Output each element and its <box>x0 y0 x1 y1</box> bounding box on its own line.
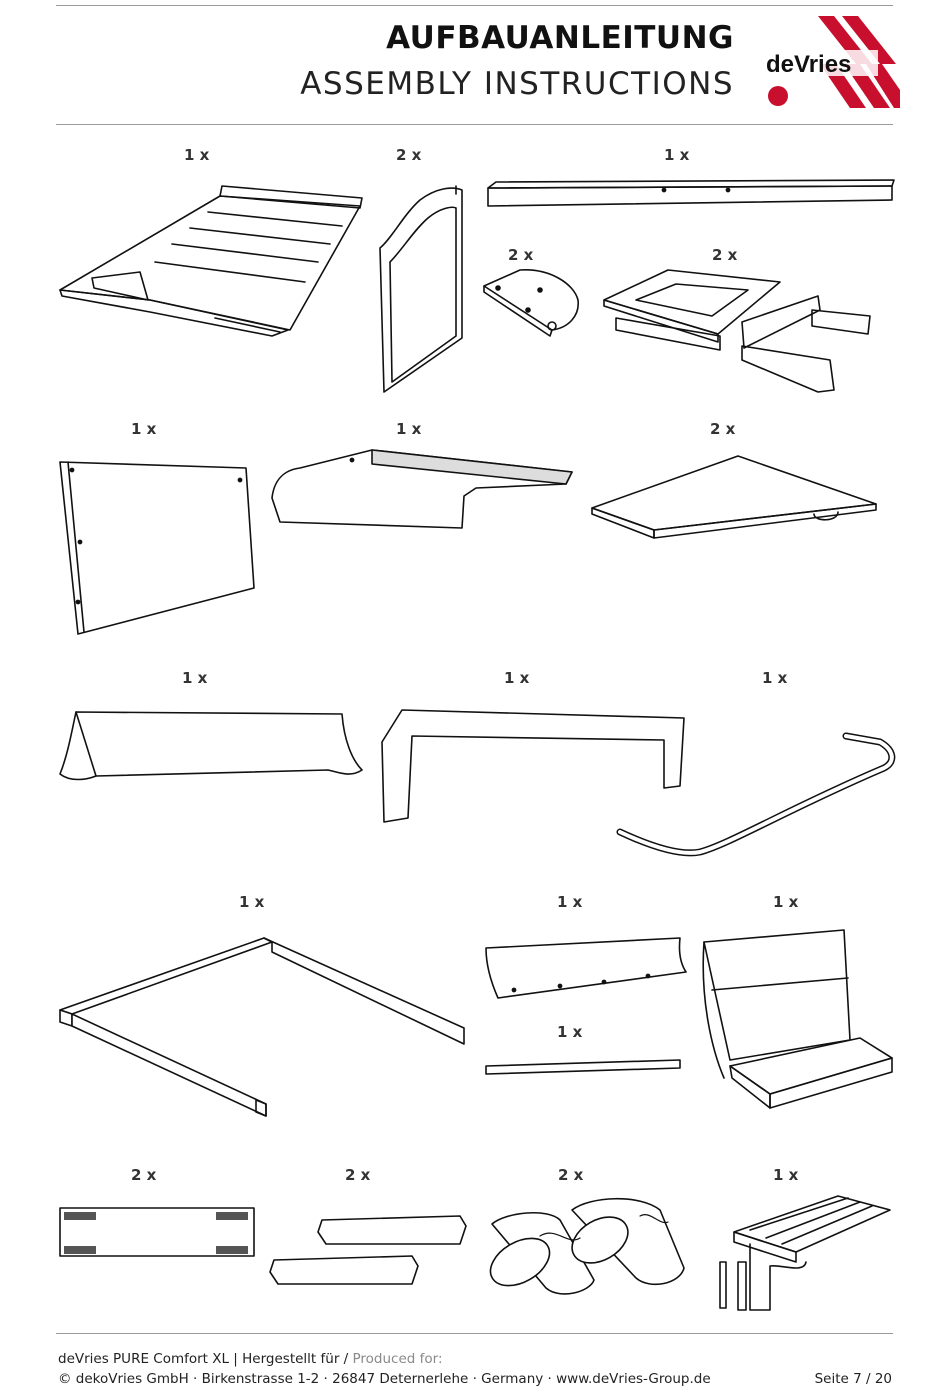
page-number: Seite 7 / 20 <box>814 1371 892 1387</box>
qty-label-armrest: 2 x <box>712 246 738 264</box>
qty-label-mounting-plate: 2 x <box>131 1166 157 1184</box>
qty-label-canopy-frame: 1 x <box>504 669 530 687</box>
qty-label-beam: 1 x <box>664 146 690 164</box>
thin-rod-drawing <box>485 1059 681 1075</box>
back-panel-drawing <box>59 461 255 635</box>
flat-cushion-drawing <box>269 1215 467 1285</box>
table-top-slatted-drawing <box>59 185 363 337</box>
footer-product-line: deVries PURE Comfort XL | Hergestellt fü… <box>58 1351 443 1367</box>
arched-side-panel-drawing <box>379 185 463 393</box>
svg-text:deVries: deVries <box>766 51 851 78</box>
qty-label-fabric-cover: 1 x <box>182 669 208 687</box>
qty-label-side-panel: 2 x <box>396 146 422 164</box>
cushion-seat-back-drawing <box>702 929 893 1109</box>
qty-label-table-top: 1 x <box>184 146 210 164</box>
qty-label-cushion-seat: 1 x <box>773 893 799 911</box>
qty-label-roof-panel: 1 x <box>396 420 422 438</box>
side-shelf-drawing <box>719 1195 891 1311</box>
curved-slat-panel-drawing <box>485 937 687 999</box>
qty-label-base-frame: 1 x <box>239 893 265 911</box>
bolster-pillow-drawing <box>489 1197 685 1295</box>
fabric-cover-drawing <box>59 711 363 781</box>
base-frame-drawing <box>59 937 465 1117</box>
curved-rod-drawing <box>616 732 896 857</box>
qty-label-back-panel: 1 x <box>131 420 157 438</box>
armrest-frame-drawing <box>603 269 871 393</box>
devries-logo: deVries <box>760 16 900 108</box>
qty-label-curved-rod: 1 x <box>762 669 788 687</box>
quarter-round-bracket-drawing <box>483 269 579 337</box>
footer-product-text: deVries PURE Comfort XL | Hergestellt fü… <box>58 1351 353 1367</box>
qty-label-slat-panel: 1 x <box>557 893 583 911</box>
qty-label-bolster: 2 x <box>558 1166 584 1184</box>
footer-produced-for: Produced for: <box>352 1351 443 1367</box>
square-beam-drawing <box>487 179 895 207</box>
header-rule <box>56 124 893 125</box>
side-board-drawing <box>591 455 877 539</box>
footer-rule <box>56 1333 893 1334</box>
qty-label-side-shelf: 1 x <box>773 1166 799 1184</box>
qty-label-flat-cushion: 2 x <box>345 1166 371 1184</box>
top-rule <box>56 5 893 6</box>
title-german: AUFBAUANLEITUNG <box>386 20 734 56</box>
footer-company-line: © dekoVries GmbH · Birkenstrasse 1-2 · 2… <box>58 1371 711 1387</box>
title-english: ASSEMBLY INSTRUCTIONS <box>300 66 734 102</box>
qty-label-bracket: 2 x <box>508 246 534 264</box>
canopy-roof-panel-drawing <box>271 449 573 529</box>
mounting-plate-drawing <box>59 1207 255 1257</box>
qty-label-side-board: 2 x <box>710 420 736 438</box>
qty-label-thin-rod: 1 x <box>557 1023 583 1041</box>
canopy-frame-drawing <box>381 709 685 823</box>
